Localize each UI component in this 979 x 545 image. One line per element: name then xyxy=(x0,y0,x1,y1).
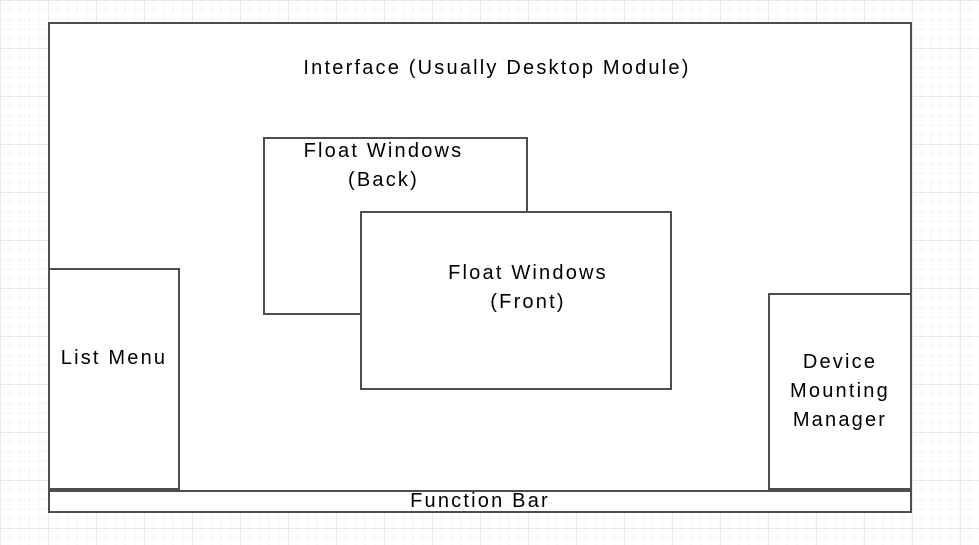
interface-box-label: Interface (Usually Desktop Module) xyxy=(303,57,691,79)
device-mounting-manager-label-line1: Device xyxy=(802,351,878,373)
device-mounting-manager-label-line2: Mounting xyxy=(790,380,890,402)
function-bar-label: Function Bar xyxy=(410,490,550,512)
float-windows-front-label-line2: (Front) xyxy=(490,291,566,313)
float-windows-back-label: Float Windows (Back) xyxy=(304,137,464,195)
list-menu-label: List Menu xyxy=(60,347,168,369)
float-windows-front-box[interactable]: Float Windows (Front) xyxy=(360,211,672,390)
float-windows-back-label-line1: Float Windows xyxy=(303,140,464,162)
list-menu-box[interactable]: List Menu xyxy=(48,268,180,490)
float-windows-back-label-line2: (Back) xyxy=(348,169,419,191)
device-mounting-manager-box[interactable]: Device Mounting Manager xyxy=(768,293,912,490)
function-bar-box[interactable]: Function Bar xyxy=(48,490,912,513)
float-windows-front-label: Float Windows (Front) xyxy=(448,259,608,317)
device-mounting-manager-label: Device Mounting Manager xyxy=(790,348,890,435)
float-windows-front-label-line1: Float Windows xyxy=(448,262,608,284)
device-mounting-manager-label-line3: Manager xyxy=(792,409,888,431)
